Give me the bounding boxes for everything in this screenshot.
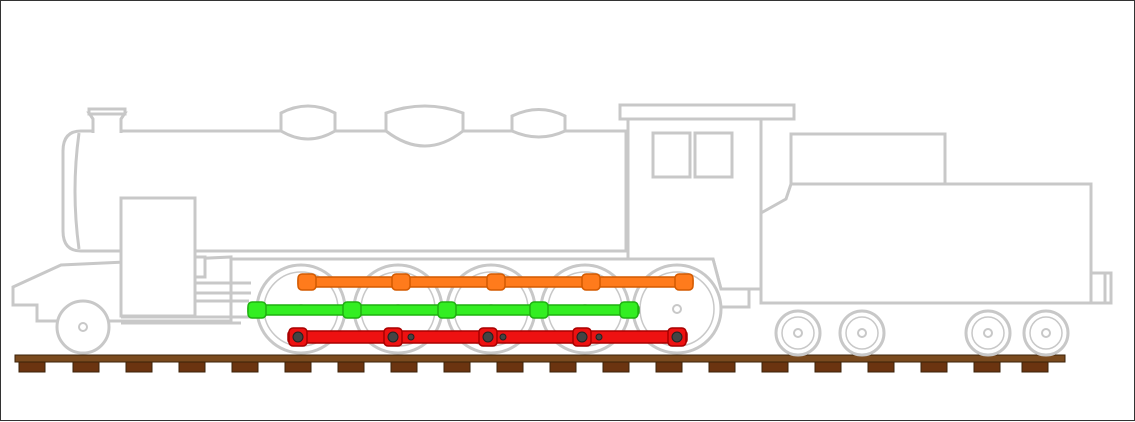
sleeper (178, 361, 206, 373)
driving-wheel-hub (672, 304, 682, 314)
coupling-rod-top-boss (674, 273, 694, 291)
railway-track (14, 354, 1066, 373)
sleeper (1021, 361, 1049, 373)
cab-window-right (693, 131, 734, 179)
crank-pin (576, 331, 588, 343)
coupling-rod-middle-boss (342, 301, 362, 319)
sleeper (655, 361, 683, 373)
sleeper (337, 361, 365, 373)
cylinder (193, 255, 207, 279)
chimney-cap (87, 107, 127, 116)
coupling-rod-middle-boss (437, 301, 457, 319)
tender-wheel-hub (793, 328, 803, 338)
valve-gear-link (121, 315, 251, 325)
tender-wheel-rim (781, 316, 815, 350)
tender-coupler-hook (1103, 271, 1113, 305)
tender-wheel-rim (845, 316, 879, 350)
sleepers (18, 361, 1049, 373)
piston-rod (195, 281, 251, 303)
sleeper (231, 361, 259, 373)
small-pin (595, 333, 603, 341)
tender-wheels (774, 309, 1070, 357)
cab-window-left (651, 131, 692, 179)
dome-front (279, 104, 337, 141)
sleeper (602, 361, 630, 373)
boiler (61, 129, 628, 253)
tender (759, 132, 1113, 357)
coupling-rod-middle (247, 301, 640, 319)
coupling-rod-top-boss (581, 273, 601, 291)
sleeper (973, 361, 1001, 373)
sleeper (549, 361, 577, 373)
sleeper (125, 361, 153, 373)
sleeper (761, 361, 789, 373)
sleeper (867, 361, 895, 373)
sleeper (814, 361, 842, 373)
sleeper (72, 361, 100, 373)
coupling-rod-middle-boss (529, 301, 549, 319)
leading-wheel-hub (78, 322, 88, 332)
coupling-rod-middle-boss (247, 301, 267, 319)
tender-coupler (1089, 271, 1107, 305)
coupling-rod-top-boss (486, 273, 506, 291)
crank-pin (482, 331, 494, 343)
sleeper (390, 361, 418, 373)
crank-pin (671, 331, 683, 343)
rail (14, 354, 1066, 363)
tender-wheel-hub (983, 328, 993, 338)
sleeper (496, 361, 524, 373)
smoke-deflector (119, 196, 197, 318)
sleeper (920, 361, 948, 373)
tender-wheel-hub (857, 328, 867, 338)
chimney (86, 111, 128, 133)
coupling-rods (247, 273, 694, 347)
leading-wheel (55, 299, 111, 355)
dome-middle (384, 104, 465, 148)
small-pin (499, 333, 507, 341)
crank-pin (292, 331, 304, 343)
coupling-rod-bottom (287, 327, 688, 347)
coupling-rod-top (297, 273, 694, 291)
sleeper (443, 361, 471, 373)
dome-rear (510, 108, 567, 139)
coupling-rod-middle-boss (619, 301, 639, 319)
smokebox-ring (73, 132, 81, 250)
locomotive (11, 103, 796, 355)
small-pin (407, 333, 415, 341)
tender-coal-bunker (789, 132, 947, 186)
cab-roof (618, 103, 796, 121)
tender-body (759, 182, 1093, 305)
sleeper (284, 361, 312, 373)
sleeper (708, 361, 736, 373)
coupling-rod-top-boss (297, 273, 317, 291)
coupling-rod-top-boss (391, 273, 411, 291)
crank-pin (387, 331, 399, 343)
tender-wheel-rim (1029, 316, 1063, 350)
tender-wheel-rim (971, 316, 1005, 350)
sleeper (18, 361, 46, 373)
tender-wheel-hub (1041, 328, 1051, 338)
